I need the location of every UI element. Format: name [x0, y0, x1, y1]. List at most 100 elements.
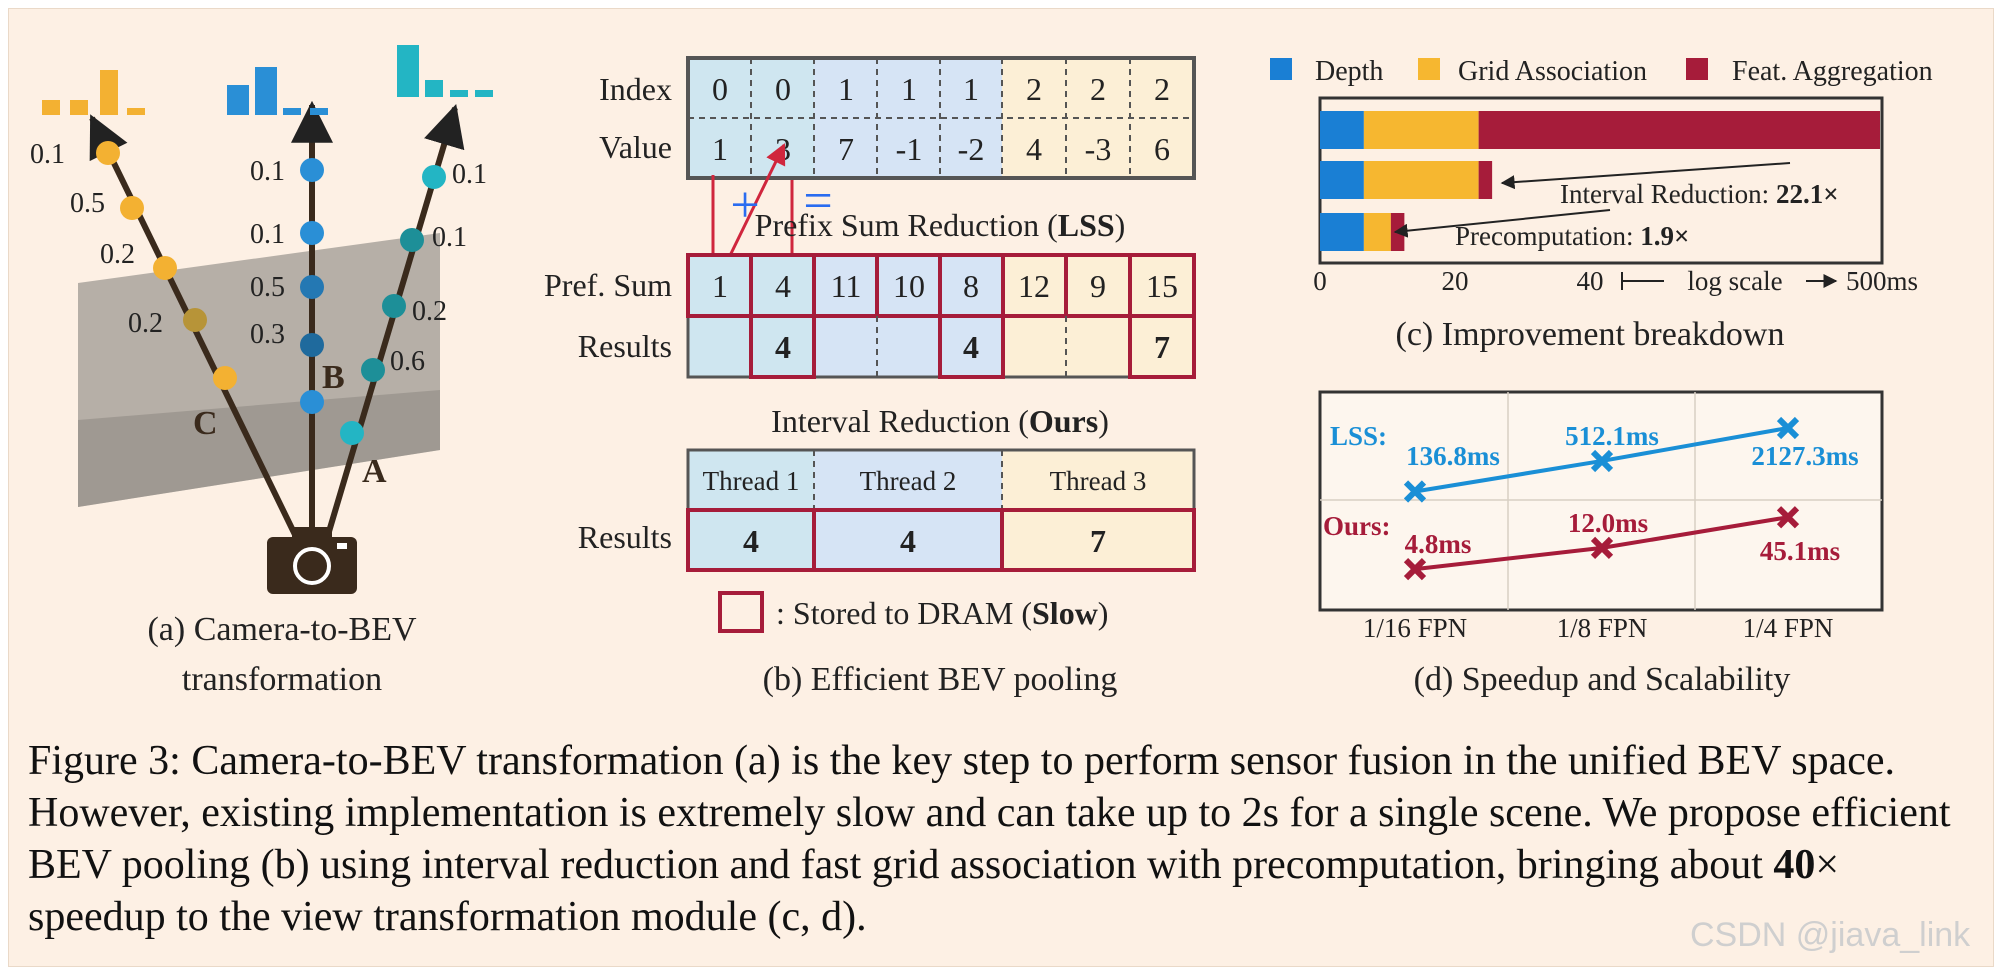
index-cell: 1 [963, 71, 979, 107]
ours-results-row-label: Results [578, 519, 672, 555]
bar-segment-feat-aggregation [1478, 161, 1493, 199]
pref-sum-cell: 4 [775, 268, 791, 304]
ray-c-prob: 0.2 [128, 308, 163, 339]
ray-c-prob: 0.5 [70, 188, 105, 219]
index-cell: 0 [775, 71, 791, 107]
ray-c-point [153, 256, 177, 280]
precomputation-arrow [1393, 209, 1611, 238]
equals-sign: = [803, 173, 832, 230]
histogram-a [397, 45, 493, 97]
legend-swatch-feat [1686, 58, 1708, 80]
data-point-ours [1403, 557, 1427, 581]
ours-result-cell: 7 [1090, 523, 1106, 559]
dram-legend-swatch [718, 591, 764, 633]
legend-swatch-depth [1270, 58, 1292, 80]
ray-c-point [213, 366, 237, 390]
plus-sign: + [730, 177, 759, 234]
data-point-lss [1403, 480, 1427, 503]
caption-bold: 40 [1773, 842, 1816, 888]
ray-a-point [361, 358, 385, 382]
ray-c-prob: 0.1 [30, 139, 65, 170]
interval-reduction-arrow [1500, 162, 1791, 190]
chart-d-xtick: 1/8 FPN [1557, 613, 1648, 643]
index-cell: 0 [712, 71, 728, 107]
histogram-b [227, 67, 328, 115]
thread-3-label: Thread 3 [1050, 466, 1147, 496]
ray-b-point [300, 275, 324, 299]
lss-data-label: 136.8ms [1406, 441, 1500, 471]
data-point-lss [1590, 449, 1614, 473]
lss-result-cell: 4 [775, 329, 791, 365]
ray-a-point [340, 421, 364, 445]
pref-sum-cell: 10 [893, 268, 925, 304]
thread-2-label: Thread 2 [860, 466, 957, 496]
panel-c-caption: (c) Improvement breakdown [1396, 316, 1785, 353]
chart-c-xtick: 40 [1577, 266, 1604, 296]
lss-series-label: LSS: [1330, 421, 1387, 451]
data-point-ours [1590, 536, 1614, 560]
ray-c-prob: 0.2 [100, 239, 135, 270]
index-cell: 1 [901, 71, 917, 107]
panel-d-caption: (d) Speedup and Scalability [1414, 661, 1791, 698]
ray-a-prob: 0.2 [412, 296, 447, 327]
ray-label-c: C [193, 405, 218, 442]
panel-a-caption-line2: transformation [182, 661, 382, 698]
ray-label-b: B [322, 359, 345, 396]
ray-a-prob: 0.6 [390, 346, 425, 377]
chart-d-plot [1403, 416, 1800, 581]
pref-sum-cell: 11 [831, 268, 862, 304]
bar-segment-grid-association [1363, 111, 1479, 149]
ours-result-cell: 4 [743, 523, 759, 559]
value-cell: 6 [1154, 131, 1170, 167]
interval-reduction-annotation: Interval Reduction: 22.1× [1560, 179, 1839, 209]
ray-c-point [96, 141, 120, 165]
pref-sum-cell: 1 [712, 268, 728, 304]
precomputation-annotation: Precomputation: 1.9× [1455, 221, 1689, 251]
ray-a-prob: 0.1 [452, 159, 487, 190]
thread-1-label: Thread 1 [703, 466, 800, 496]
ray-b-prob: 0.1 [250, 219, 285, 250]
chart-c-xtick: 500ms [1846, 266, 1918, 296]
lss-result-cell: 7 [1154, 329, 1170, 365]
pref-sum-cell: 9 [1090, 268, 1106, 304]
ray-b-prob: 0.1 [250, 156, 285, 187]
csdn-watermark: CSDN @jiava_link [1690, 916, 1971, 954]
ray-c-point [120, 196, 144, 220]
road-surface [78, 390, 440, 507]
ours-data-label: 4.8ms [1405, 529, 1472, 559]
bar-segment-depth [1320, 213, 1364, 251]
pref-sum-cell: 15 [1146, 268, 1178, 304]
pref-sum-row-label: Pref. Sum [544, 267, 672, 303]
panel-a: 0.1 0.5 0.2 0.2 0.1 0.1 0.5 0.3 0.1 0.1 … [30, 45, 493, 698]
ours-title: Interval Reduction (Ours) [771, 403, 1109, 439]
chart-d-xtick: 1/4 FPN [1743, 613, 1834, 643]
value-cell: 4 [1026, 131, 1042, 167]
caption-label: Figure 3: [28, 738, 181, 784]
panel-a-caption-line1: (a) Camera-to-BEV [147, 611, 416, 648]
data-point-ours [1776, 506, 1800, 529]
legend-swatch-grid [1418, 58, 1440, 80]
camera-icon [267, 527, 357, 594]
ray-b-point [300, 158, 324, 182]
figure-caption: Figure 3: Camera-to-BEV transformation (… [28, 735, 1978, 943]
ray-b-prob: 0.5 [250, 272, 285, 303]
chart-d-xtick: 1/16 FPN [1363, 613, 1467, 643]
interval-reduction-table: Thread 1 Thread 2 Thread 3 Results 4 4 7 [578, 448, 1196, 572]
legend-label-grid: Grid Association [1458, 56, 1647, 87]
index-cell: 2 [1154, 71, 1170, 107]
ray-a-point [422, 165, 446, 189]
chart-c-bars [1320, 111, 1880, 251]
value-cell: -1 [896, 131, 923, 167]
ray-label-a: A [362, 453, 387, 490]
pref-sum-cell: 12 [1018, 268, 1050, 304]
index-cell: 1 [838, 71, 854, 107]
index-row-label: Index [599, 71, 672, 107]
dram-legend-text: : Stored to DRAM (Slow) [776, 595, 1108, 631]
index-value-table: Index Value 0 0 1 1 1 2 2 2 1 3 7 -1 -2 … [599, 56, 1196, 180]
ours-result-cell: 4 [900, 523, 916, 559]
bar-segment-grid-association [1363, 161, 1479, 199]
value-cell: -3 [1085, 131, 1112, 167]
ray-b-point [300, 221, 324, 245]
